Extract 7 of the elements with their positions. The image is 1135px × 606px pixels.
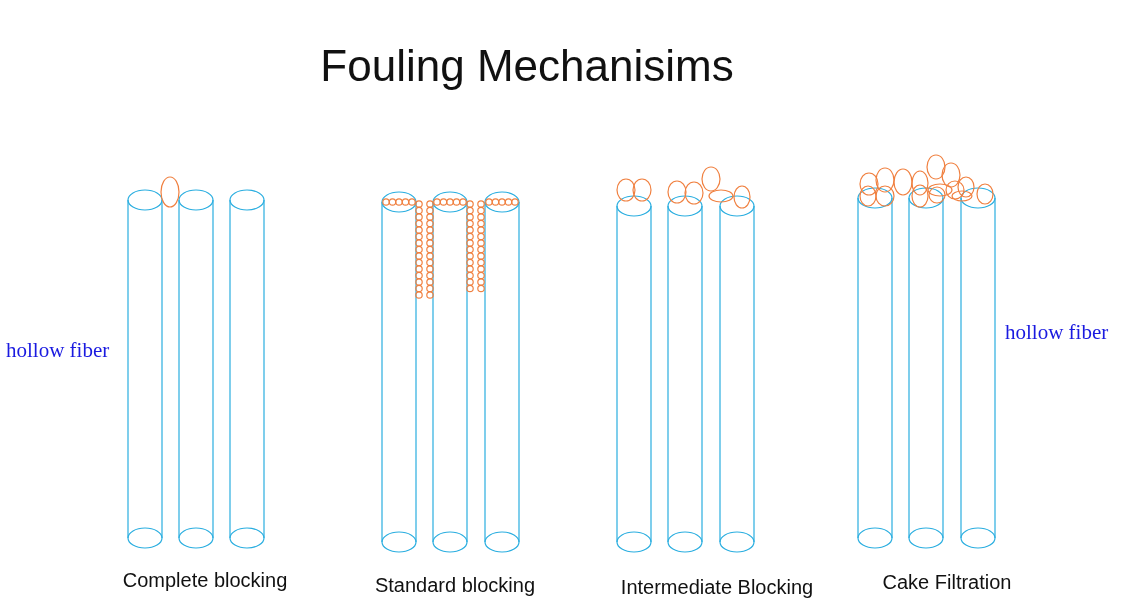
diagram-title: Fouling Mechanisims (320, 44, 734, 88)
panel-caption: Cake Filtration (882, 572, 1012, 592)
panel-caption: Complete blocking (122, 570, 288, 590)
part-label: hollow fiber (6, 340, 110, 361)
panel-caption: Standard blocking (374, 575, 536, 595)
panel-caption: Intermediate Blocking (620, 577, 814, 597)
part-label: hollow fiber (1005, 322, 1109, 343)
